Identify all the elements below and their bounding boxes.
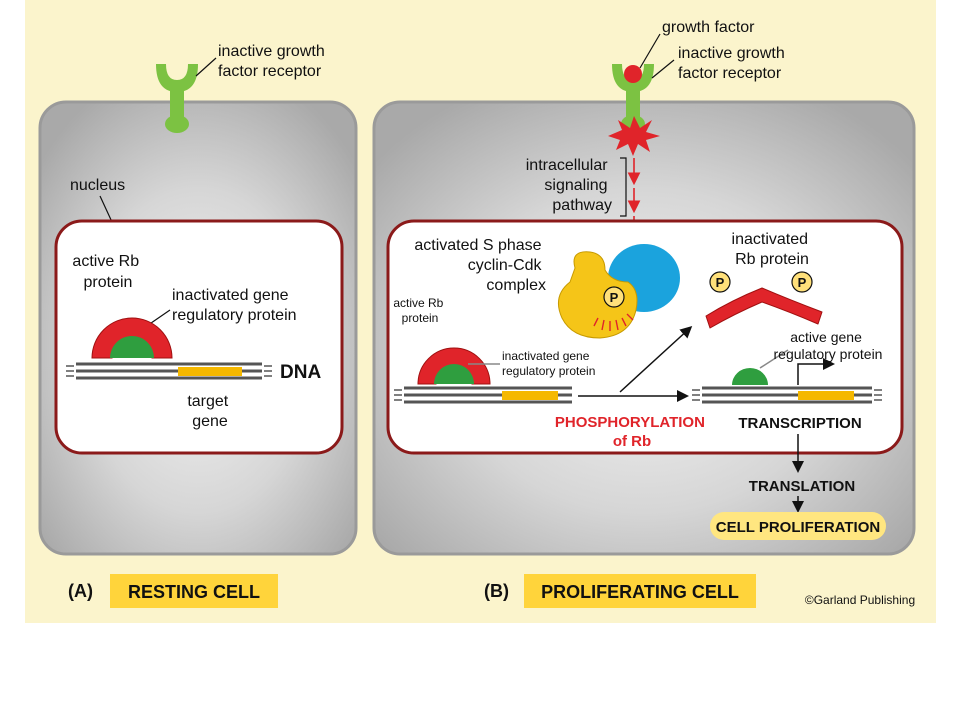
cyclin-icon [557,251,638,339]
target-gene-label: target gene [187,393,232,430]
cell-proliferation-box [710,512,886,540]
inactivated-rb-protein [705,287,823,329]
nucleus-a [54,219,344,455]
activation-burst-icon [608,116,660,156]
receptor-a-icon [156,64,198,133]
rb-small-label: active Rb protein [393,296,446,325]
dna-label: DNA [280,362,321,383]
active-gene-label: active gene regulatory protein [774,329,883,362]
gene-reg-a-label: inactivated gene regulatory protein [172,287,297,324]
growth-factor-label: growth factor [662,19,755,36]
panel-a-letter: (A) [68,581,93,601]
kinase-activity-icon [593,313,634,331]
cell-proliferation-label: CELL PROLIFERATION [716,519,880,536]
receptor-a-label: inactive growth factor receptor [218,43,329,80]
dna-b-right [692,386,882,404]
receptor-b-label: inactive growth factor receptor [678,45,789,82]
phosphorylation-arrow-to-rb [619,325,693,393]
phospho-cyclin-icon [603,286,625,308]
phospho-rb-right-label: P [798,275,807,290]
caption-a-box [110,574,278,608]
receptor-b-leader [651,59,675,79]
transcription-start-arrow [797,358,835,385]
growth-factor-leader [639,33,661,69]
gene-reg-protein-b [434,364,474,384]
panel-b-letter: (B) [484,581,509,601]
phospho-rb-left-icon [709,271,731,293]
gene-reg-b-label: inactivated gene regulatory protein [502,349,595,378]
cyclin-cdk-label: activated S phase cyclin-Cdk complex [414,237,546,294]
rb-protein-a-label: active Rb protein [72,253,143,291]
phosphorylation-label: PHOSPHORYLATION of Rb [555,414,709,450]
gene-reg-protein-a [110,336,154,358]
panel-b: growth factor inactive growth factor rec… [372,19,916,608]
signaling-pathway-label: intracellular signaling pathway [526,157,612,214]
caption-b: PROLIFERATING CELL [541,582,739,602]
inactivated-rb-label: inactivated Rb protein [732,231,813,268]
copyright-label: ©Garland Publishing [805,593,915,607]
receptor-a-leader [195,57,217,77]
caption-b-box [524,574,756,608]
nucleus-label: nucleus [70,177,125,194]
nucleus-leader [99,195,113,223]
growth-factor-icon [624,65,642,83]
active-gene-leader [759,349,789,369]
panel-a: inactive growth factor receptor nucleus … [38,43,358,608]
active-gene-reg-protein [732,368,768,385]
transcription-label: TRANSCRIPTION [738,415,861,432]
dna-b-left [394,386,572,404]
dna-a [66,362,272,380]
phospho-rb-left-label: P [716,275,725,290]
caption-a: RESTING CELL [128,582,260,602]
translation-label: TRANSLATION [749,478,855,495]
signaling-bracket [620,157,627,217]
phospho-rb-right-icon [791,271,813,293]
phospho-cyclin-label: P [610,290,619,305]
